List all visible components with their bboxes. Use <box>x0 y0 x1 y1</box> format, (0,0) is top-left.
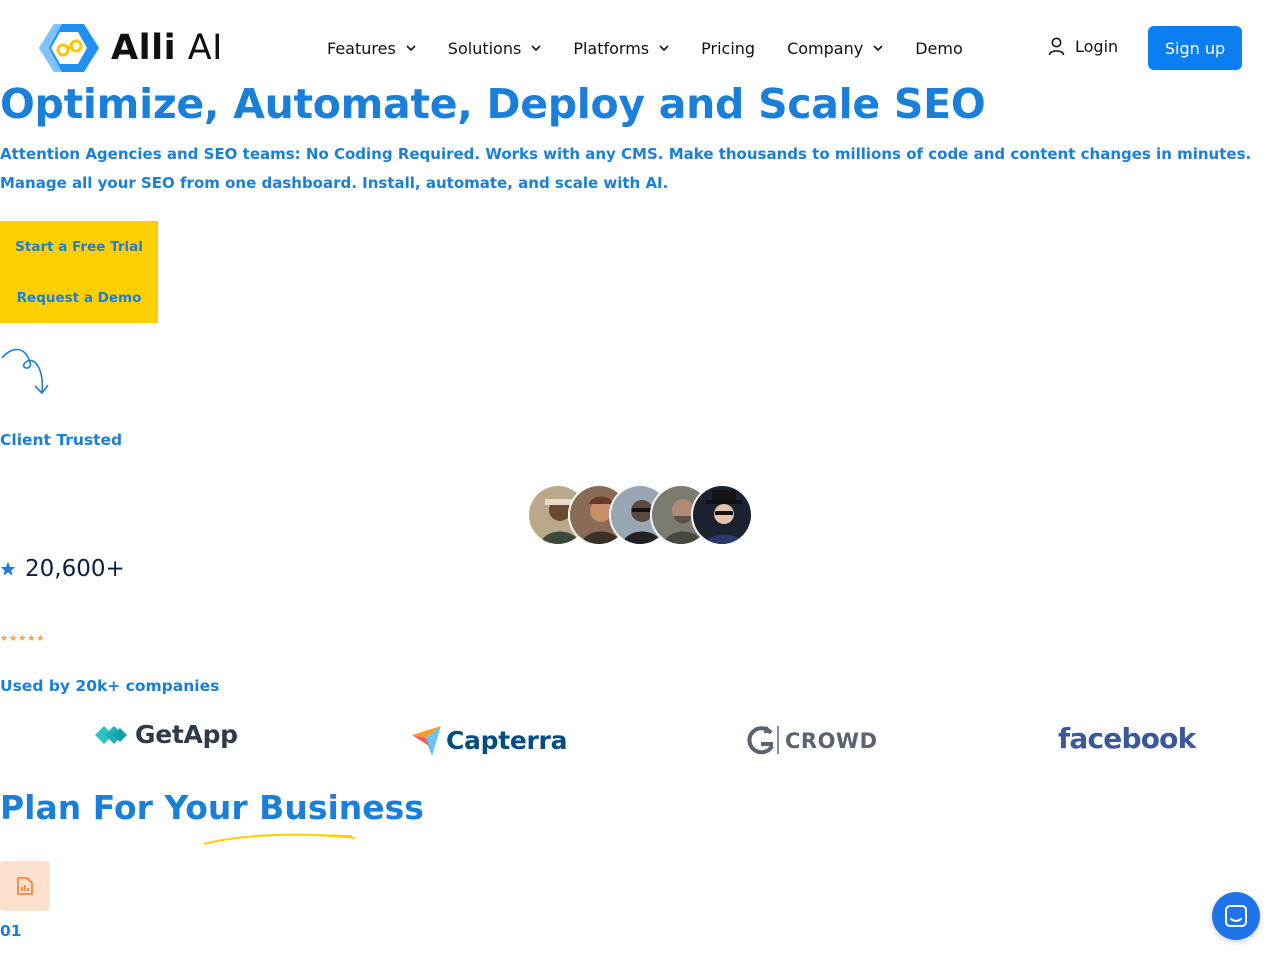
main-nav: Features Solutions Platforms Pricing Com… <box>327 37 963 59</box>
chevron-down-icon <box>531 45 541 52</box>
login-label: Login <box>1075 37 1119 56</box>
nav-platforms[interactable]: Platforms <box>573 37 669 59</box>
nav-features-label: Features <box>327 38 396 58</box>
g2-wordmark: CROWD <box>785 729 878 753</box>
nav-solutions[interactable]: Solutions <box>448 37 542 59</box>
allia-logo-icon <box>39 24 99 72</box>
rating-count: 20,600+ <box>25 556 125 582</box>
chat-launcher-button[interactable] <box>1212 892 1260 940</box>
chevron-down-icon <box>659 45 669 52</box>
svg-text:2: 2 <box>763 726 769 736</box>
getapp-icon <box>95 725 127 744</box>
star-rating: ★★★★★ <box>0 634 46 644</box>
star-icon <box>0 561 16 576</box>
title-underline-decoration <box>203 833 356 845</box>
user-icon <box>1048 37 1065 56</box>
chevron-down-icon <box>406 45 416 52</box>
nav-pricing-label: Pricing <box>701 38 756 58</box>
plan-icon-box <box>0 861 50 911</box>
nav-solutions-label: Solutions <box>447 38 522 58</box>
nav-features[interactable]: Features <box>327 37 416 59</box>
request-demo-button[interactable]: Request a Demo <box>0 272 158 323</box>
client-trusted-label: Client Trusted <box>0 431 123 449</box>
capterra-logo: Capterra <box>412 724 567 756</box>
curved-arrow-icon <box>1 348 49 395</box>
nav-demo-label: Demo <box>915 38 963 58</box>
hero-title: Optimize, Automate, Deploy and Scale SEO <box>0 80 986 128</box>
report-chart-icon <box>17 877 33 895</box>
signup-button[interactable]: Sign up <box>1148 26 1242 70</box>
allia-logo[interactable]: Alli AI <box>38 22 223 74</box>
nav-company-label: Company <box>787 38 864 58</box>
capterra-wordmark: Capterra <box>446 725 568 755</box>
nav-company[interactable]: Company <box>787 37 883 59</box>
hero-subtitle: Attention Agencies and SEO teams: No Cod… <box>0 145 1252 192</box>
nav-demo[interactable]: Demo <box>915 37 963 59</box>
logo-wordmark: Alli AI <box>111 27 223 68</box>
chat-icon <box>1225 905 1247 927</box>
plans-section-title: Plan For Your Business <box>0 788 424 827</box>
getapp-wordmark: GetApp <box>135 720 238 749</box>
used-by-label: Used by 20k+ companies <box>0 677 220 695</box>
g2-icon: 2 <box>747 726 779 755</box>
nav-pricing[interactable]: Pricing <box>701 37 755 59</box>
rating-row: 20,600+ <box>0 556 125 582</box>
start-free-trial-button[interactable]: Start a Free Trial <box>0 221 158 272</box>
capterra-icon <box>412 726 441 756</box>
avatar <box>691 484 753 546</box>
plan-number: 01 <box>0 922 22 940</box>
g2-crowd-logo: 2 CROWD <box>745 724 878 758</box>
facebook-logo: facebook <box>1058 722 1196 755</box>
client-avatar-group <box>527 484 757 546</box>
login-link[interactable]: Login <box>1048 37 1118 56</box>
nav-platforms-label: Platforms <box>573 38 650 58</box>
getapp-logo: GetApp <box>95 720 238 749</box>
chevron-down-icon <box>873 45 883 52</box>
